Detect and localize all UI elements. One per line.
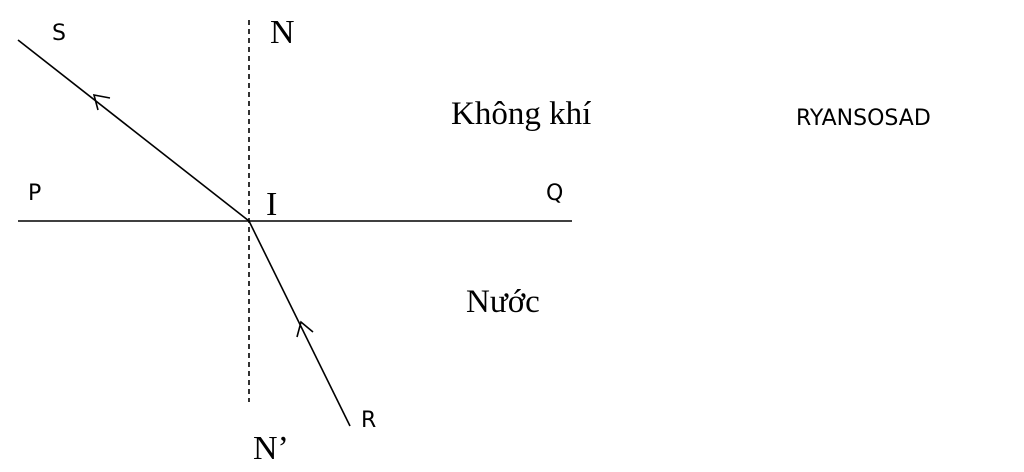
medium-label-water: Nước [466,284,540,320]
point-label-n: N [270,14,295,51]
point-label-p: P [28,181,42,206]
incident-ray-arrow [296,320,314,338]
refracted-ray [17,39,250,222]
refracted-ray-arrow [92,93,111,111]
point-label-r: R [361,408,377,433]
point-label-n-prime: N’ [253,430,289,467]
watermark-text: RYANSOSAD [796,106,931,131]
point-label-q: Q [546,181,564,206]
medium-label-air: Không khí [451,96,592,132]
point-label-s: S [52,21,66,46]
point-label-i: I [266,186,278,223]
incident-ray [248,220,351,427]
